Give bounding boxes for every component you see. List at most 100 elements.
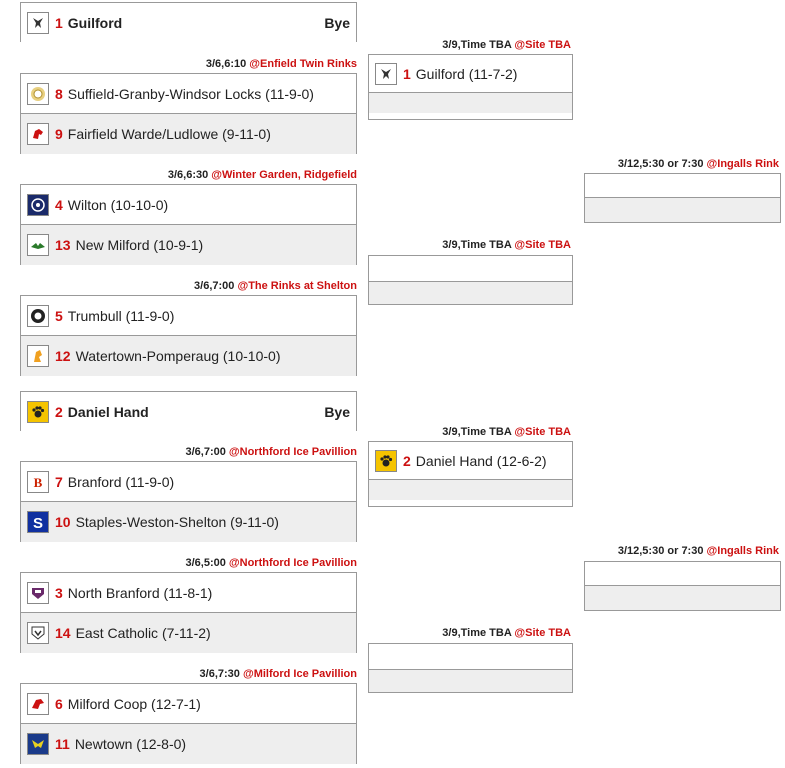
match-venue[interactable]: @Winter Garden, Ridgefield <box>211 169 357 181</box>
match-venue[interactable]: @Site TBA <box>514 39 571 51</box>
team-slot[interactable] <box>585 198 780 222</box>
donkey-icon <box>375 62 397 85</box>
team-name: North Branford (11-8-1) <box>67 584 213 601</box>
team-slot[interactable] <box>369 644 572 670</box>
team-slot[interactable]: 1 Guilford (11-7-2) <box>369 55 572 93</box>
team-slot[interactable]: 2 Daniel Hand Bye <box>21 392 356 432</box>
matchup: 3 North Branford (11-8-1) 14 East Cathol… <box>20 572 357 653</box>
team-slot[interactable]: 13 New Milford (10-9-1) <box>21 225 356 265</box>
seed-number: 2 <box>55 404 63 420</box>
match-date: 3/6,7:00 <box>194 280 235 292</box>
team-name: Fairfield Warde/Ludlowe (9-11-0) <box>67 126 271 142</box>
match-date: 3/12,5:30 or 7:30 <box>617 545 704 557</box>
team-slot[interactable]: 14 East Catholic (7-11-2) <box>21 613 356 653</box>
match-date: 3/9,Time TBA <box>442 627 512 639</box>
team-slot[interactable]: 2 Daniel Hand (12-6-2) <box>369 442 572 480</box>
match-header: 3/12,5:30 or 7:30 @Ingalls Rink <box>618 158 779 170</box>
team-slot[interactable] <box>369 93 572 113</box>
bye-slot-daniel-hand: 2 Daniel Hand Bye <box>20 391 357 432</box>
seed-number: 1 <box>403 65 411 82</box>
seed-number: 3 <box>55 584 63 601</box>
team-slot[interactable]: 6 Milford Coop (12-7-1) <box>21 684 356 724</box>
team-slot[interactable]: 8 Suffield-Granby-Windsor Locks (11-9-0) <box>21 74 356 114</box>
letter-s-icon: S <box>27 511 49 533</box>
team-name: Branford (11-9-0) <box>67 473 175 490</box>
match-venue[interactable]: @Northford Ice Pavillion <box>228 446 357 458</box>
match-date: 3/6,6:30 <box>167 169 209 181</box>
matchup: 4 Wilton (10-10-0) 13 New Milford (10-9-… <box>20 184 357 265</box>
seed-number: 1 <box>55 15 63 31</box>
bye-slot-guilford: 1 Guilford Bye <box>20 2 357 43</box>
svg-text:S: S <box>33 515 43 530</box>
matchup: 2 Daniel Hand (12-6-2) <box>368 441 573 507</box>
match-date: 3/6,6:10 <box>205 58 247 70</box>
seed-number: 13 <box>55 237 71 253</box>
team-name: New Milford (10-9-1) <box>75 237 204 253</box>
match-venue[interactable]: @The Rinks at Shelton <box>237 280 357 292</box>
team-slot[interactable] <box>585 562 780 586</box>
svg-text:B: B <box>34 475 43 490</box>
match-header: 3/9,Time TBA @Site TBA <box>442 39 571 51</box>
match-date: 3/6,7:00 <box>185 446 226 458</box>
match-venue[interactable]: @Ingalls Rink <box>706 545 779 557</box>
match-venue[interactable]: @Site TBA <box>514 627 571 639</box>
matchup <box>584 173 781 223</box>
team-name: Newtown (12-8-0) <box>74 736 187 752</box>
seed-number: 10 <box>55 514 71 530</box>
match-header: 3/6,6:30 @Winter Garden, Ridgefield <box>168 169 357 181</box>
match-venue[interactable]: @Enfield Twin Rinks <box>249 58 357 70</box>
team-slot[interactable]: 4 Wilton (10-10-0) <box>21 185 356 225</box>
team-slot[interactable]: 9 Fairfield Warde/Ludlowe (9-11-0) <box>21 114 356 154</box>
matchup <box>368 643 573 693</box>
team-slot[interactable] <box>369 480 572 500</box>
match-venue[interactable]: @Site TBA <box>514 239 571 251</box>
match-header: 3/6,7:00 @The Rinks at Shelton <box>194 280 357 292</box>
team-slot[interactable] <box>369 670 572 692</box>
match-header: 3/6,7:00 @Northford Ice Pavillion <box>185 446 357 458</box>
match-date: 3/9,Time TBA <box>442 239 512 251</box>
team-slot[interactable] <box>369 256 572 282</box>
team-slot[interactable]: 1 Guilford Bye <box>21 3 356 43</box>
paw-icon <box>375 449 397 472</box>
match-venue[interactable]: @Ingalls Rink <box>706 158 779 170</box>
seed-number: 4 <box>55 196 63 213</box>
hawk-icon <box>27 234 49 256</box>
team-name: Staples-Weston-Shelton (9-11-0) <box>75 514 279 530</box>
team-slot[interactable]: B 7 Branford (11-9-0) <box>21 462 356 502</box>
team-slot[interactable] <box>585 586 780 610</box>
team-slot[interactable] <box>369 282 572 304</box>
seed-number: 11 <box>55 736 70 752</box>
bye-label: Bye <box>324 15 350 31</box>
paw-icon <box>27 401 49 423</box>
team-name: Daniel Hand <box>67 404 149 420</box>
matchup: 6 Milford Coop (12-7-1) 11 Newtown (12-8… <box>20 683 357 764</box>
seal-icon <box>27 82 49 105</box>
match-venue[interactable]: @Milford Ice Pavillion <box>242 668 357 680</box>
team-name: Guilford <box>67 15 123 31</box>
team-slot[interactable]: 3 North Branford (11-8-1) <box>21 573 356 613</box>
match-header: 3/6,7:30 @Milford Ice Pavillion <box>200 668 357 680</box>
team-slot[interactable] <box>585 174 780 198</box>
match-venue[interactable]: @Site TBA <box>514 426 571 438</box>
team-name: Guilford (11-7-2) <box>415 65 518 82</box>
team-name: Daniel Hand (12-6-2) <box>415 452 547 469</box>
letter-b-icon: B <box>27 470 49 493</box>
matchup: 1 Guilford (11-7-2) <box>368 54 573 120</box>
team-name: Wilton (10-10-0) <box>67 196 169 213</box>
bird-icon <box>27 692 49 715</box>
team-slot[interactable]: 5 Trumbull (11-9-0) <box>21 296 356 336</box>
bye-label: Bye <box>324 404 350 420</box>
match-date: 3/12,5:30 or 7:30 <box>617 158 704 170</box>
team-slot[interactable]: 12 Watertown-Pomperaug (10-10-0) <box>21 336 356 376</box>
team-slot[interactable]: 11 Newtown (12-8-0) <box>21 724 356 764</box>
warrior-icon <box>27 345 49 367</box>
team-slot[interactable]: S 10 Staples-Weston-Shelton (9-11-0) <box>21 502 356 542</box>
match-venue[interactable]: @Northford Ice Pavillion <box>228 557 357 569</box>
wilton-crest-icon <box>27 193 49 216</box>
matchup: 5 Trumbull (11-9-0) 12 Watertown-Pompera… <box>20 295 357 376</box>
matchup <box>584 561 781 611</box>
team-name: Watertown-Pomperaug (10-10-0) <box>75 348 281 364</box>
team-name: East Catholic (7-11-2) <box>75 625 211 641</box>
team-name: Suffield-Granby-Windsor Locks (11-9-0) <box>67 85 314 102</box>
match-header: 3/6,5:00 @Northford Ice Pavillion <box>185 557 357 569</box>
